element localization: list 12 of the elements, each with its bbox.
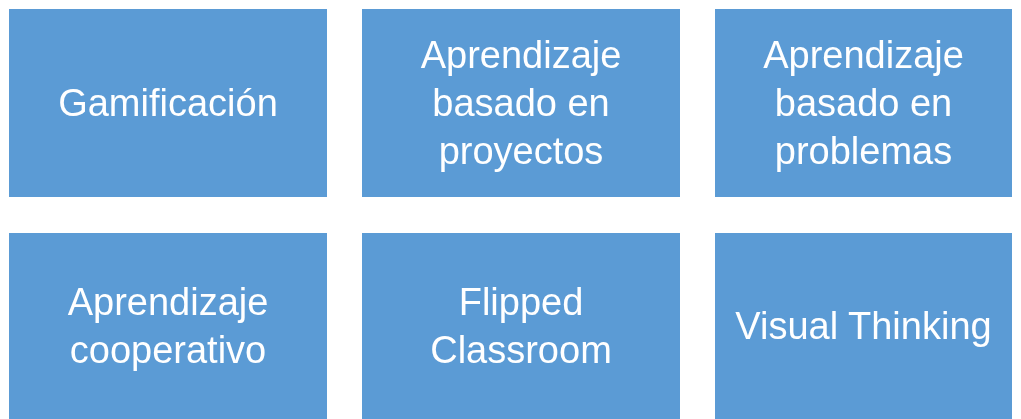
method-label: Aprendizaje basado en problemas <box>762 33 965 174</box>
method-label: Flipped Classroom <box>429 280 613 373</box>
method-box <box>9 9 327 197</box>
method-box <box>715 9 1012 197</box>
method-label: Aprendizaje basado en proyectos <box>419 33 623 174</box>
method-label: Visual Thinking <box>735 304 992 349</box>
method-box <box>9 233 327 419</box>
method-box <box>715 233 1012 419</box>
method-box <box>362 233 680 419</box>
method-label: Gamificación <box>58 81 278 126</box>
method-box <box>362 9 680 197</box>
method-label: Aprendizaje cooperativo <box>66 280 270 373</box>
